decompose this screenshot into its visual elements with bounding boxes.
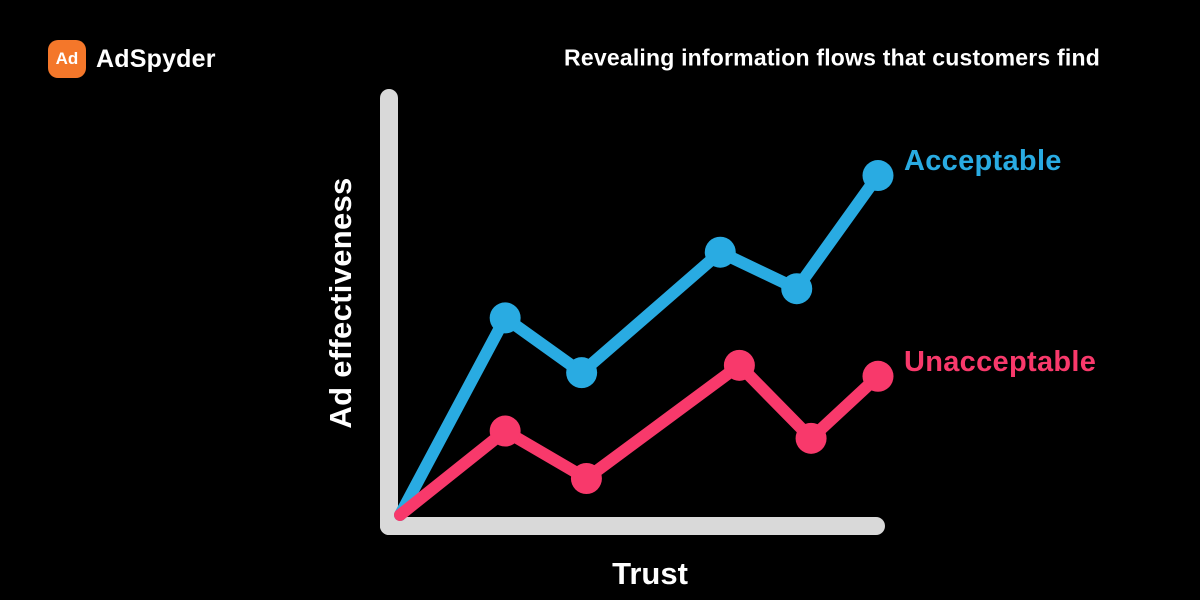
data-point-acceptable [489,302,521,334]
brand-logo[interactable]: Ad AdSpyder [48,40,216,78]
data-point-unacceptable [795,422,827,454]
data-point-acceptable [781,273,813,305]
adspyder-logo-icon: Ad [48,40,86,78]
data-point-unacceptable [862,360,894,392]
data-point-unacceptable [723,349,755,381]
data-point-acceptable [566,357,598,389]
page-title: Revealing information flows that custome… [564,44,1100,71]
series-label-acceptable: Acceptable [904,145,1062,177]
data-point-acceptable [862,160,894,192]
data-point-acceptable [704,236,736,268]
x-axis-label: Trust [612,556,688,591]
brand-name: AdSpyder [96,44,216,73]
logo-mark-text: Ad [55,49,79,68]
data-point-unacceptable [489,415,521,447]
data-point-unacceptable [570,463,602,494]
y-axis-label: Ad effectiveness [323,177,358,429]
series-line-acceptable [394,169,884,521]
series-label-unacceptable: Unacceptable [904,346,1096,378]
